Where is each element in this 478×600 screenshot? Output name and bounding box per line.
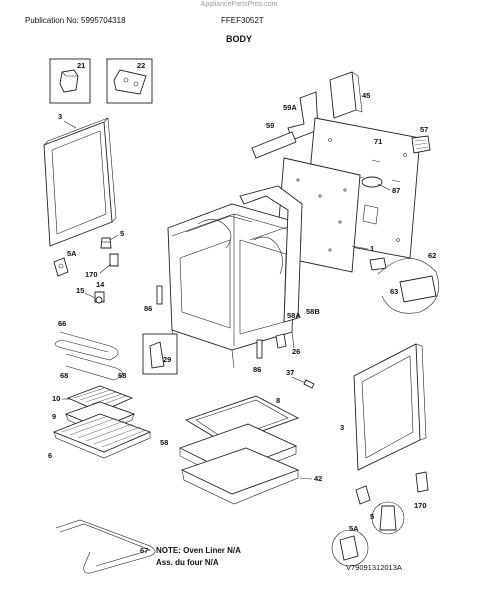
hinge-detail-circle — [331, 529, 369, 567]
part-59-vent-duct[interactable] — [251, 131, 297, 159]
label-62: 62 — [428, 251, 436, 260]
part-170-hinge-receptacle-right[interactable] — [415, 471, 429, 493]
label-5-right: 5 — [370, 512, 374, 521]
reference-number: V79091312013A — [346, 563, 402, 572]
label-21: 21 — [77, 61, 85, 70]
part-42-storage-drawer[interactable] — [180, 447, 300, 505]
part-21-bracket[interactable] — [49, 58, 91, 104]
part-29-insulation-block[interactable] — [142, 333, 178, 375]
label-170-left: 170 — [85, 270, 98, 279]
label-67: 67 — [140, 546, 148, 555]
label-5A-right: 5A — [349, 524, 359, 533]
label-68-right: 68 — [118, 371, 126, 380]
label-59: 59 — [266, 121, 274, 130]
note-line-1: NOTE: Oven Liner N/A — [156, 546, 241, 555]
part-86-bracket-upper[interactable] — [156, 285, 163, 305]
label-86-upper: 86 — [144, 304, 152, 313]
label-1: 1 — [370, 244, 374, 253]
label-45: 45 — [362, 91, 370, 100]
part-3-oven-door-right[interactable] — [353, 343, 427, 471]
label-8: 8 — [276, 396, 280, 405]
part-14-15-oven-light[interactable] — [84, 291, 105, 304]
label-15: 15 — [76, 286, 84, 295]
part-5-screw-right[interactable] — [371, 501, 405, 535]
part-5A-hinge-right[interactable] — [355, 485, 371, 505]
label-6: 6 — [48, 451, 52, 460]
part-58A-58B-insulation-wrap[interactable] — [197, 185, 303, 323]
part-5-screw-left[interactable] — [100, 237, 112, 249]
part-170-hinge-receptacle-left[interactable] — [109, 253, 119, 267]
label-5-left: 5 — [120, 229, 124, 238]
publication-number: Publication No: 5995704318 — [25, 16, 126, 25]
part-26-clip[interactable] — [275, 333, 287, 349]
label-68-left: 68 — [60, 371, 68, 380]
part-6-oven-rack[interactable] — [52, 413, 152, 459]
label-63: 63 — [390, 287, 398, 296]
part-62-hinge-assembly[interactable] — [369, 257, 440, 314]
label-37: 37 — [286, 368, 294, 377]
label-9: 9 — [52, 412, 56, 421]
label-26: 26 — [292, 347, 300, 356]
label-86-lower: 86 — [253, 365, 261, 374]
part-37-screw[interactable] — [291, 376, 315, 389]
part-5A-hinge-left[interactable] — [53, 257, 69, 277]
label-66: 66 — [58, 319, 66, 328]
label-87: 87 — [392, 186, 400, 195]
label-57: 57 — [420, 125, 428, 134]
part-3-oven-door-left[interactable] — [43, 117, 117, 247]
part-86-bracket-lower[interactable] — [256, 339, 263, 359]
label-58: 58 — [160, 438, 168, 447]
note-line-2: Ass. du four N/A — [156, 558, 219, 567]
label-29: 29 — [163, 355, 171, 364]
label-10: 10 — [52, 394, 60, 403]
part-57-cover-plate[interactable] — [411, 135, 431, 154]
page-title: BODY — [225, 34, 252, 44]
cabinet-body[interactable] — [167, 203, 297, 369]
part-45-vent-duct[interactable] — [329, 71, 363, 119]
part-66-broil-element[interactable] — [54, 331, 123, 381]
label-3-right: 3 — [340, 423, 344, 432]
label-59A: 59A — [283, 103, 297, 112]
label-71: 71 — [374, 137, 382, 146]
label-58A: 58A — [287, 311, 301, 320]
label-3-left: 3 — [58, 112, 62, 121]
part-67-bake-element[interactable] — [55, 519, 156, 574]
label-42: 42 — [314, 474, 322, 483]
model-number: FFEF3052T — [221, 16, 264, 25]
part-22-bracket[interactable] — [106, 58, 153, 104]
label-22: 22 — [137, 61, 145, 70]
label-14: 14 — [96, 280, 105, 289]
label-58B: 58B — [306, 307, 320, 316]
label-170-right: 170 — [414, 501, 427, 510]
watermark: AppliancePartsPros.com — [200, 1, 278, 8]
label-5A-left: 5A — [67, 249, 77, 258]
